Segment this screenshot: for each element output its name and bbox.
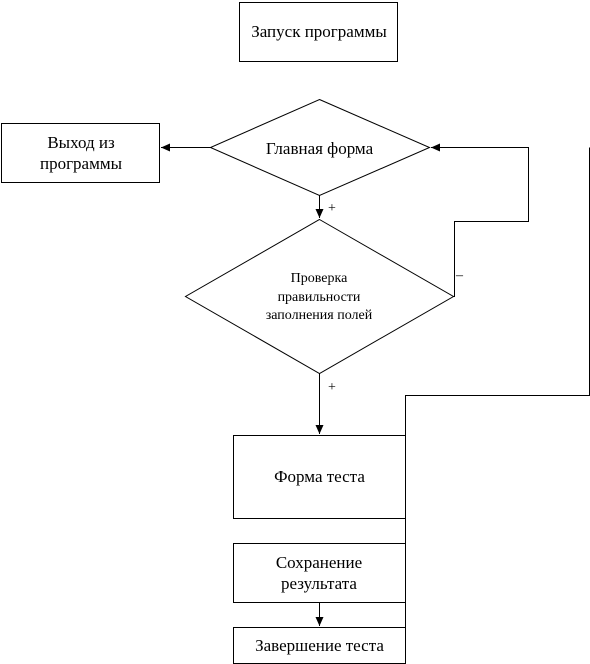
plus-label-main: +: [328, 201, 336, 216]
line-test-return-to-main: [405, 147, 590, 635]
finish-text: Завершение теста: [255, 635, 384, 655]
start-node: [239, 2, 398, 62]
main-form-text: Главная форма: [265, 139, 374, 159]
minus-label-check: –: [456, 268, 463, 283]
test-form-node: [233, 435, 406, 519]
start-node-text: Запуск программы: [251, 22, 387, 42]
check-text: Проверка правильности заполнения полей: [265, 270, 373, 324]
arrow-check-fail-to-main: [431, 143, 529, 297]
test-form-text: Форма теста: [274, 467, 365, 487]
plus-label-check: +: [328, 380, 336, 395]
exit-node-text: Выход из программы: [39, 132, 123, 173]
exit-node: [1, 123, 160, 183]
save-text: Сохранение результата: [275, 552, 363, 593]
